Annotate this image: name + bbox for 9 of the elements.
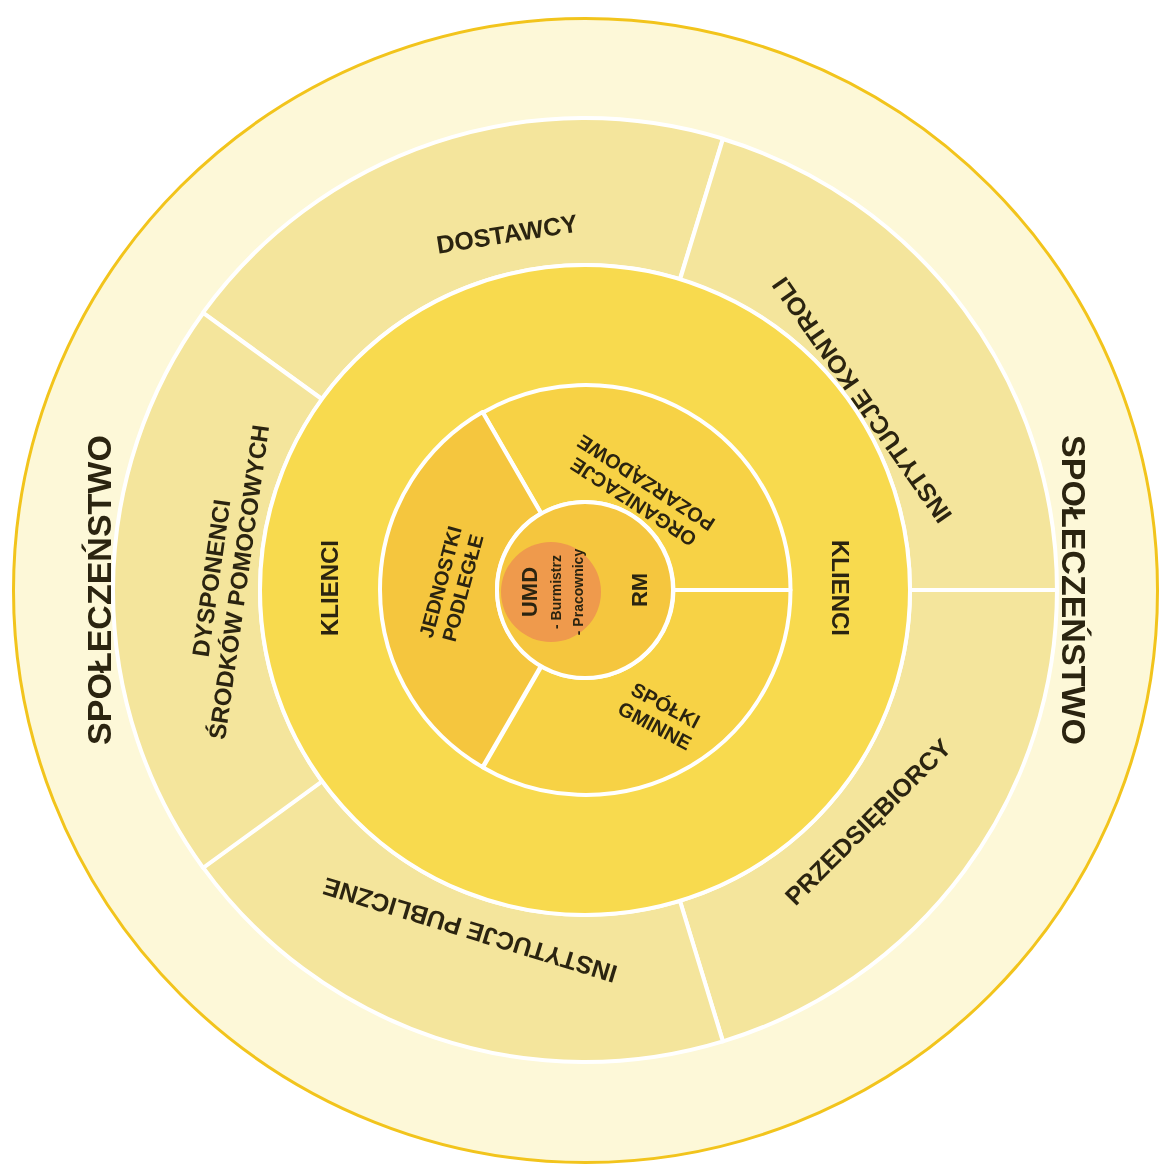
segment-label: UMD — [517, 566, 543, 618]
ring-label: SPOŁECZEŃSTWO — [80, 435, 120, 745]
ring-label: SPOŁECZEŃSTWO — [1053, 435, 1093, 745]
segment-label: DOSTAWCY — [434, 208, 580, 260]
segment-label: KLIENCI — [316, 540, 344, 636]
segment-label: - Burmistrz — [547, 555, 565, 629]
segment-label: RM — [627, 572, 653, 608]
segment-label: KLIENCI — [826, 540, 854, 636]
segment-label: - Pracownicy — [569, 548, 587, 636]
